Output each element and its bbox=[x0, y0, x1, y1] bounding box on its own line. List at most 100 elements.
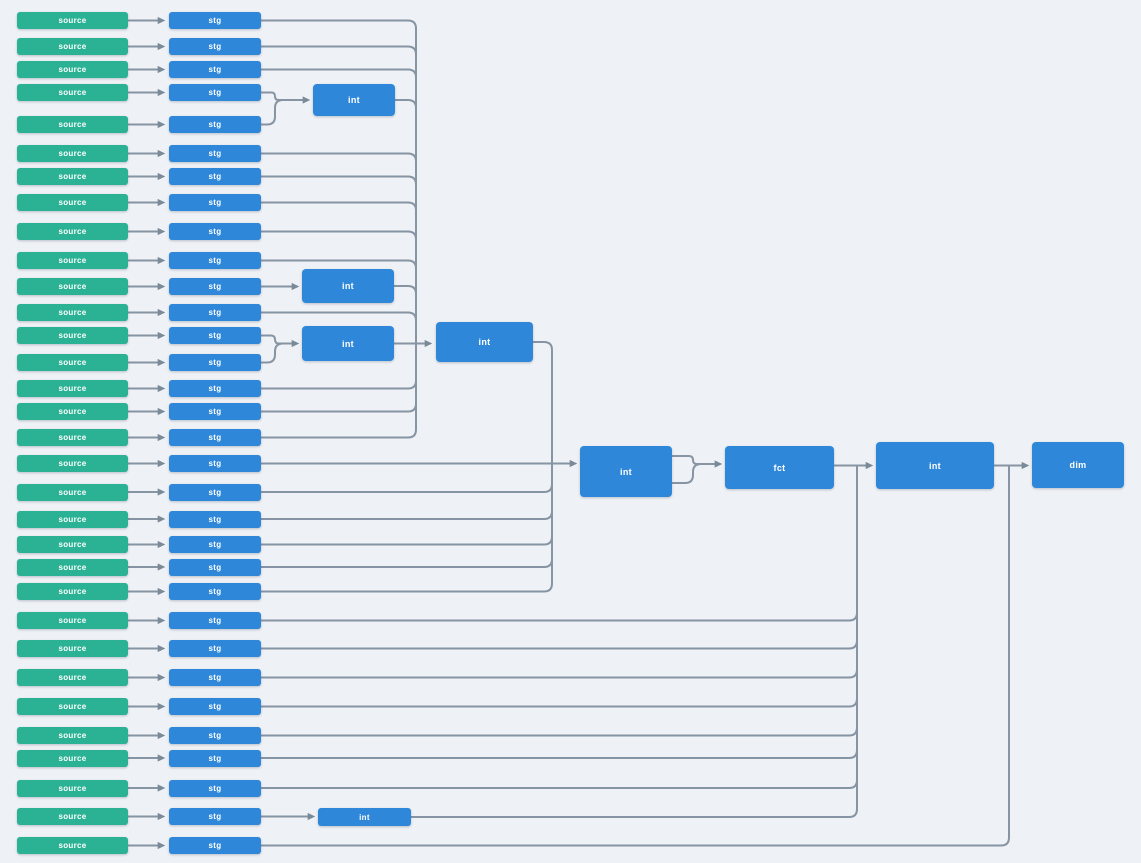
node-stg-14[interactable]: stg bbox=[169, 354, 261, 371]
node-label: source bbox=[58, 227, 87, 236]
node-source-1[interactable]: source bbox=[17, 12, 128, 29]
node-source-18[interactable]: source bbox=[17, 455, 128, 472]
node-source-23[interactable]: source bbox=[17, 583, 128, 600]
node-source-29[interactable]: source bbox=[17, 749, 128, 767]
edge-stg-5-int-1 bbox=[261, 99, 288, 126]
node-int-2[interactable]: int bbox=[302, 269, 394, 303]
node-int-5[interactable]: int bbox=[580, 446, 672, 497]
node-label: int bbox=[342, 338, 354, 349]
node-source-6[interactable]: source bbox=[17, 145, 128, 162]
node-stg-24[interactable]: stg bbox=[169, 612, 261, 629]
node-int-6[interactable]: int bbox=[876, 442, 994, 489]
node-source-10[interactable]: source bbox=[17, 252, 128, 269]
node-stg-18[interactable]: stg bbox=[169, 455, 261, 472]
node-source-26[interactable]: source bbox=[17, 669, 128, 686]
node-source-4[interactable]: source bbox=[17, 84, 128, 101]
node-stg-16[interactable]: stg bbox=[169, 403, 261, 420]
node-source-24[interactable]: source bbox=[17, 612, 128, 629]
node-source-9[interactable]: source bbox=[17, 223, 128, 240]
node-stg-4[interactable]: stg bbox=[169, 84, 261, 101]
node-source-15[interactable]: source bbox=[17, 380, 128, 397]
node-label: stg bbox=[208, 783, 222, 793]
node-stg-12[interactable]: stg bbox=[169, 304, 261, 321]
node-source-13[interactable]: source bbox=[17, 327, 128, 344]
node-source-5[interactable]: source bbox=[17, 116, 128, 133]
node-label: stg bbox=[208, 88, 222, 97]
node-stg-6[interactable]: stg bbox=[169, 145, 261, 162]
node-label: stg bbox=[208, 358, 222, 367]
node-int-7[interactable]: int bbox=[318, 808, 411, 826]
node-stg-17[interactable]: stg bbox=[169, 429, 261, 446]
edge-stg-29-int-6 bbox=[261, 465, 858, 759]
node-dim-1[interactable]: dim bbox=[1032, 442, 1124, 488]
node-label: stg bbox=[208, 172, 222, 181]
edge-int-1-int-4 bbox=[395, 99, 417, 344]
node-source-2[interactable]: source bbox=[17, 38, 128, 55]
node-stg-11[interactable]: stg bbox=[169, 278, 261, 295]
edge-stg-30-int-6 bbox=[261, 465, 858, 789]
node-fct-1[interactable]: fct bbox=[725, 446, 834, 489]
node-stg-5[interactable]: stg bbox=[169, 116, 261, 133]
node-label: int bbox=[348, 95, 360, 105]
node-stg-22[interactable]: stg bbox=[169, 558, 261, 576]
node-stg-13[interactable]: stg bbox=[169, 327, 261, 344]
node-source-30[interactable]: source bbox=[17, 779, 128, 797]
node-stg-29[interactable]: stg bbox=[169, 749, 261, 767]
node-label: source bbox=[58, 753, 87, 763]
node-label: stg bbox=[208, 562, 222, 572]
node-stg-27[interactable]: stg bbox=[169, 698, 261, 715]
edge-stg-22-int-5 bbox=[261, 463, 553, 568]
node-label: source bbox=[58, 562, 87, 572]
node-source-22[interactable]: source bbox=[17, 558, 128, 576]
node-label: stg bbox=[208, 282, 222, 291]
edge-stg-6-int-4 bbox=[261, 152, 417, 344]
node-stg-1[interactable]: stg bbox=[169, 12, 261, 29]
node-stg-23[interactable]: stg bbox=[169, 583, 261, 600]
node-label: stg bbox=[208, 120, 222, 129]
node-int-1[interactable]: int bbox=[313, 84, 395, 116]
node-stg-20[interactable]: stg bbox=[169, 510, 261, 528]
node-stg-31[interactable]: stg bbox=[169, 808, 261, 825]
node-stg-21[interactable]: stg bbox=[169, 536, 261, 553]
node-source-27[interactable]: source bbox=[17, 698, 128, 715]
node-source-21[interactable]: source bbox=[17, 536, 128, 553]
node-label: source bbox=[58, 514, 87, 524]
edge-stg-28-int-6 bbox=[261, 465, 858, 737]
node-stg-8[interactable]: stg bbox=[169, 194, 261, 211]
node-source-25[interactable]: source bbox=[17, 640, 128, 657]
node-stg-30[interactable]: stg bbox=[169, 779, 261, 797]
node-stg-10[interactable]: stg bbox=[169, 252, 261, 269]
edge-stg-26-int-6 bbox=[261, 465, 858, 679]
node-source-28[interactable]: source bbox=[17, 727, 128, 744]
node-stg-2[interactable]: stg bbox=[169, 38, 261, 55]
node-stg-25[interactable]: stg bbox=[169, 640, 261, 657]
node-stg-15[interactable]: stg bbox=[169, 380, 261, 397]
node-source-19[interactable]: source bbox=[17, 483, 128, 501]
node-source-31[interactable]: source bbox=[17, 808, 128, 825]
node-source-12[interactable]: source bbox=[17, 304, 128, 321]
node-label: source bbox=[58, 702, 87, 711]
node-stg-26[interactable]: stg bbox=[169, 669, 261, 686]
node-label: stg bbox=[208, 459, 222, 468]
node-source-16[interactable]: source bbox=[17, 403, 128, 420]
node-source-7[interactable]: source bbox=[17, 168, 128, 185]
node-source-3[interactable]: source bbox=[17, 61, 128, 78]
node-source-8[interactable]: source bbox=[17, 194, 128, 211]
node-stg-28[interactable]: stg bbox=[169, 727, 261, 744]
node-label: source bbox=[58, 172, 87, 181]
node-int-3[interactable]: int bbox=[302, 326, 394, 361]
node-source-20[interactable]: source bbox=[17, 510, 128, 528]
node-source-11[interactable]: source bbox=[17, 278, 128, 295]
node-stg-7[interactable]: stg bbox=[169, 168, 261, 185]
node-label: stg bbox=[208, 702, 222, 711]
node-int-4[interactable]: int bbox=[436, 322, 533, 362]
node-source-32[interactable]: source bbox=[17, 837, 128, 854]
node-source-14[interactable]: source bbox=[17, 354, 128, 371]
node-label: source bbox=[58, 407, 87, 416]
node-stg-32[interactable]: stg bbox=[169, 837, 261, 854]
node-stg-9[interactable]: stg bbox=[169, 223, 261, 240]
node-stg-19[interactable]: stg bbox=[169, 483, 261, 501]
node-label: stg bbox=[208, 540, 222, 549]
node-stg-3[interactable]: stg bbox=[169, 61, 261, 78]
node-source-17[interactable]: source bbox=[17, 429, 128, 446]
